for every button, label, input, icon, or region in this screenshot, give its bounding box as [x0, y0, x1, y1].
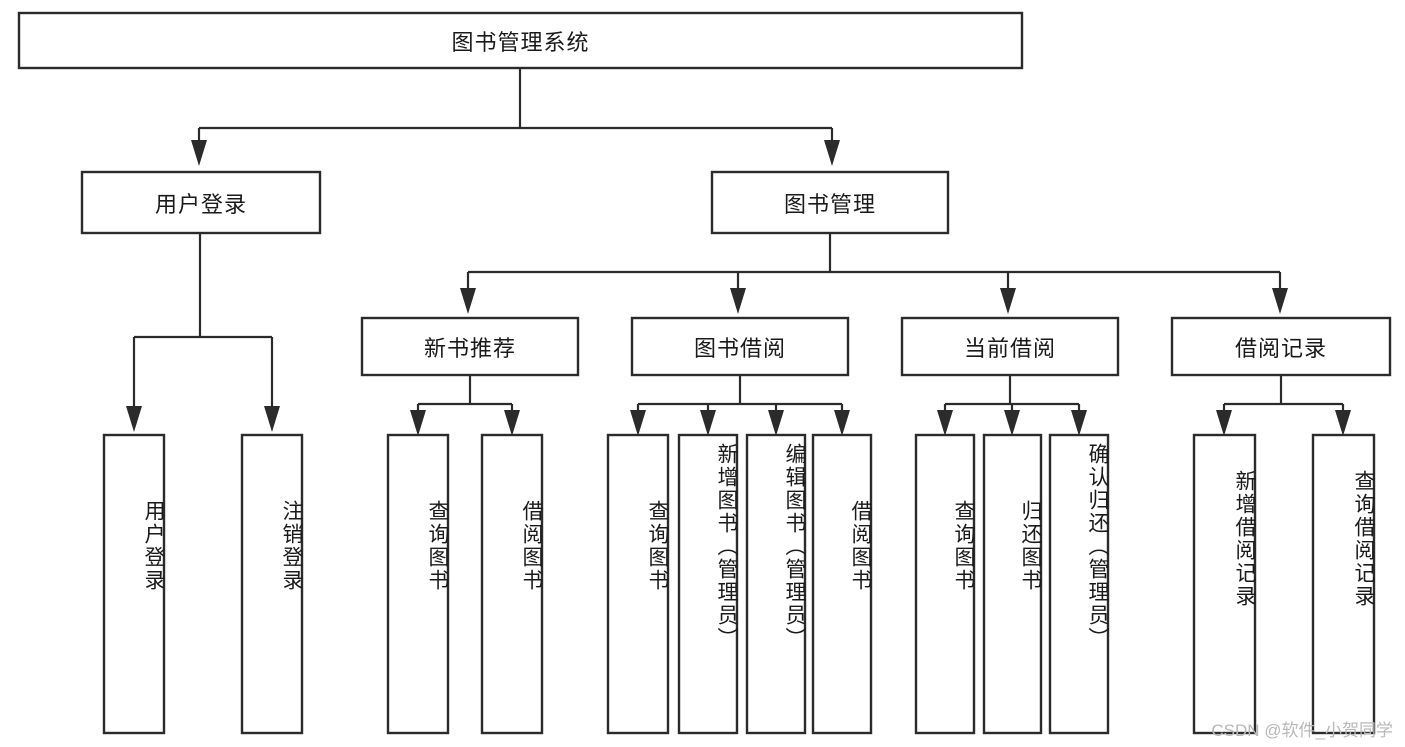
arrow-cb-to-query-book	[937, 410, 953, 436]
node-box-borrow-record[interactable]	[1170, 316, 1392, 377]
arrow-nb-to-borrow-book	[504, 410, 520, 436]
arrow-bb-to-add-book	[700, 410, 716, 436]
node-box-leaf-return-book[interactable]	[982, 433, 1043, 735]
arrow-root-to-book-manage	[824, 140, 840, 166]
arrow-nb-to-query-book	[410, 410, 426, 436]
node-box-leaf-query-book-3[interactable]	[914, 433, 976, 735]
arrow-bm-to-current-borrow	[1000, 288, 1016, 314]
arrow-bb-to-edit-book	[768, 410, 784, 436]
node-box-new-book-recommend[interactable]	[360, 316, 580, 377]
arrow-root-to-user-login	[191, 140, 207, 166]
arrow-bm-to-book-borrow	[730, 288, 746, 314]
connector-group-new-book	[410, 375, 520, 436]
connector-group-borrow-record	[1216, 375, 1351, 436]
node-box-leaf-query-book-2[interactable]	[606, 433, 670, 735]
connector-group-current-borrow	[937, 375, 1087, 436]
node-box-leaf-logout[interactable]	[240, 433, 304, 735]
node-box-leaf-add-record[interactable]	[1192, 433, 1257, 735]
node-box-leaf-query-book-1[interactable]	[386, 433, 450, 735]
node-box-book-manage[interactable]	[710, 170, 950, 235]
arrow-bb-to-borrow-book	[834, 410, 850, 436]
node-box-leaf-borrow-book-2[interactable]	[811, 433, 873, 735]
arrow-cb-to-return-book	[1004, 410, 1020, 436]
node-box-leaf-confirm-return[interactable]	[1048, 433, 1110, 735]
node-box-book-borrow[interactable]	[630, 316, 850, 377]
arrow-ul-to-leaf-logout	[264, 406, 280, 432]
arrow-bb-to-query-book	[630, 410, 646, 436]
node-box-leaf-add-book[interactable]	[677, 433, 739, 735]
arrow-bm-to-borrow-record	[1272, 288, 1288, 314]
connector-group-root	[191, 69, 840, 166]
node-box-leaf-edit-book[interactable]	[745, 433, 807, 735]
connector-group-user-login	[126, 233, 280, 432]
node-box-user-login[interactable]	[80, 170, 322, 235]
arrow-cb-to-confirm-return	[1071, 410, 1087, 436]
node-box-root[interactable]	[17, 11, 1024, 70]
arrow-bm-to-new-book	[460, 288, 476, 314]
node-box-leaf-query-record[interactable]	[1311, 433, 1376, 735]
connector-group-book-borrow	[630, 375, 850, 436]
arrow-br-to-query-record	[1335, 410, 1351, 436]
connector-group-book-manage	[460, 233, 1288, 314]
node-box-current-borrow[interactable]	[900, 316, 1120, 377]
node-box-leaf-user-login[interactable]	[102, 433, 166, 735]
node-box-leaf-borrow-book-1[interactable]	[480, 433, 544, 735]
arrow-ul-to-leaf-user-login	[126, 406, 142, 432]
arrow-br-to-add-record	[1216, 410, 1232, 436]
